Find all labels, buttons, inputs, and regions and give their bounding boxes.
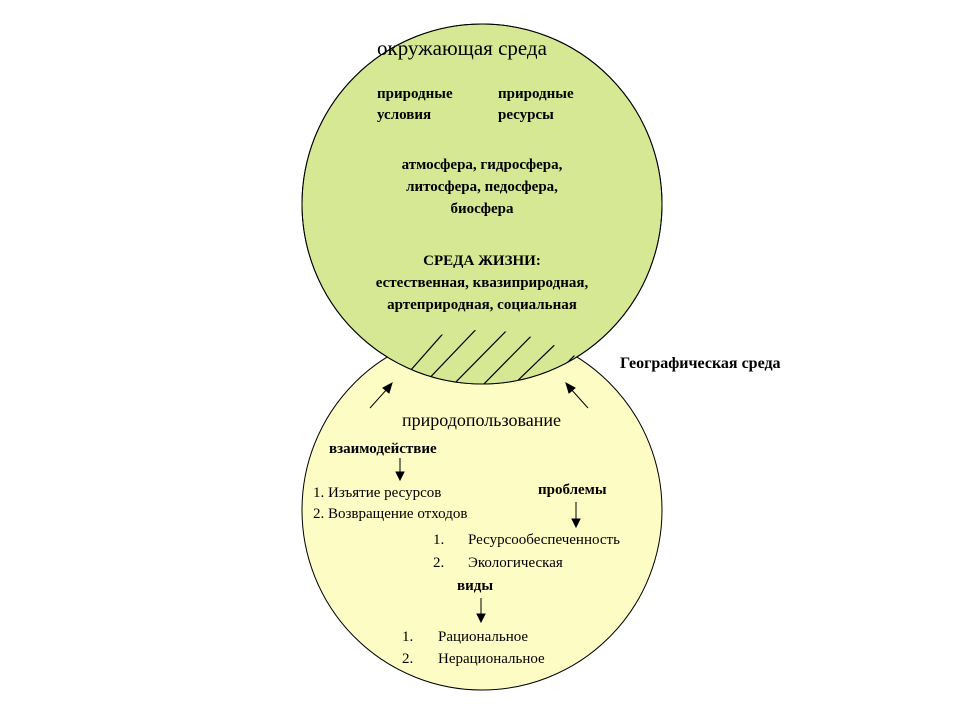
- habitat-heading: СРЕДА ЖИЗНИ:: [423, 253, 541, 269]
- natural-conditions-line: природные: [377, 86, 453, 102]
- interaction-item: 2. Возвращение отходов: [313, 506, 468, 522]
- natural-conditions-label: природные условия: [377, 84, 453, 126]
- habitat-block: СРЕДА ЖИЗНИ: естественная, квазиприродна…: [332, 250, 632, 316]
- natural-resources-label: природные ресурсы: [498, 84, 574, 126]
- interaction-item: 1. Изъятие ресурсов: [313, 485, 442, 501]
- arrow-down-problems: [571, 502, 581, 529]
- problem-item: 2.Экологическая: [433, 555, 563, 571]
- type-item: 1.Рациональное: [402, 629, 529, 645]
- natural-resources-line: природные: [498, 86, 574, 102]
- arrow-down-types: [476, 598, 486, 624]
- habitat-types-line: естественная, квазиприродная,: [375, 275, 589, 291]
- interaction-label: взаимодействие: [329, 441, 437, 457]
- arrow-right-diagonal: [565, 381, 589, 409]
- problems-label: проблемы: [538, 482, 607, 498]
- arrow-left-diagonal: [369, 381, 393, 409]
- spheres-line: биосфера: [450, 201, 514, 217]
- habitat-types-line: артеприродная, социальная: [387, 297, 577, 313]
- types-label: виды: [457, 578, 494, 594]
- arrow-down-interaction: [395, 458, 405, 482]
- geographic-environment-label: Географическая среда: [620, 355, 781, 372]
- problem-items: 1.Ресурсообеспеченность 2.Экологическая: [433, 529, 620, 575]
- spheres-line: атмосфера, гидросфера,: [401, 157, 563, 173]
- spheres-line: литосфера, педосфера,: [406, 179, 558, 195]
- spheres-list: атмосфера, гидросфера, литосфера, педосф…: [352, 154, 612, 220]
- hatch-line: [447, 330, 516, 384]
- natural-resources-line: ресурсы: [498, 107, 554, 123]
- problem-item: 1.Ресурсообеспеченность: [433, 532, 620, 548]
- natural-conditions-line: условия: [377, 107, 432, 123]
- interaction-items: 1. Изъятие ресурсов 2. Возвращение отход…: [313, 483, 467, 525]
- type-items: 1.Рациональное 2.Нерациональное: [402, 626, 545, 670]
- diagram-title: окружающая среда: [377, 36, 547, 60]
- type-item: 2.Нерациональное: [402, 651, 545, 667]
- nature-use-heading: природопользование: [402, 410, 562, 430]
